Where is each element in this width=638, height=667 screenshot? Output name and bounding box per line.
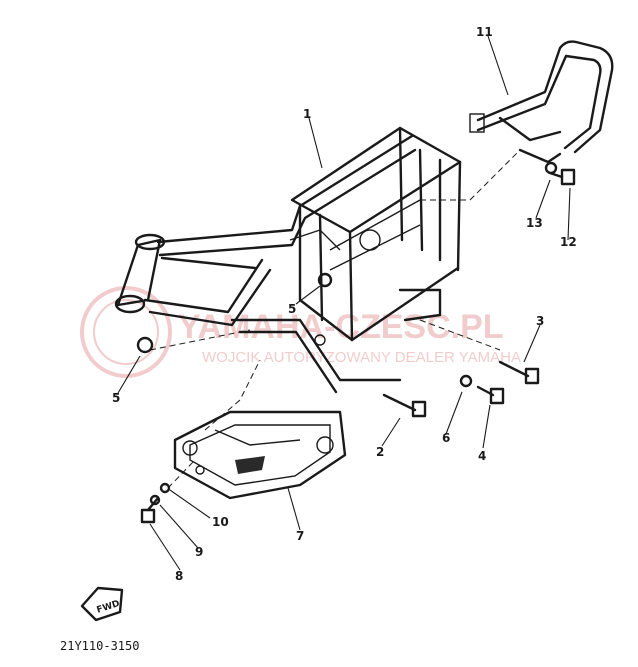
- skid-plate-drawing: [173, 410, 347, 500]
- part-label-1: 1: [303, 107, 311, 121]
- diagram-code: 21Y110-3150: [60, 639, 139, 653]
- dealer-watermark: YAMAHA-CZESC.PL WOJCIK AUTORYZOWANY DEAL…: [80, 286, 521, 378]
- main-frame-drawing: [114, 126, 462, 394]
- part-label-5-mid: 5: [288, 302, 296, 316]
- part-label-13: 13: [526, 216, 543, 230]
- fasteners-drawing: [136, 161, 576, 524]
- part-label-11: 11: [476, 25, 493, 39]
- fwd-arrow-icon: FWD: [80, 586, 124, 622]
- part-label-4: 4: [478, 449, 486, 463]
- leader-lines: [117, 35, 571, 571]
- rear-bar-drawing: [469, 40, 614, 164]
- part-label-2: 2: [376, 445, 384, 459]
- part-label-7: 7: [296, 529, 304, 543]
- part-label-5-left: 5: [112, 391, 120, 405]
- part-label-6: 6: [442, 431, 450, 445]
- part-label-8: 8: [175, 569, 183, 583]
- watermark-main-text: YAMAHA-CZESC.PL: [178, 308, 504, 346]
- part-labels: 1 2 3 4 5 5 6 7 8 9 10 11 12 13: [112, 25, 577, 583]
- part-label-12: 12: [560, 235, 577, 249]
- part-label-10: 10: [212, 515, 229, 529]
- watermark-sub-text: WOJCIK AUTORYZOWANY DEALER YAMAHA: [202, 349, 521, 366]
- part-label-9: 9: [195, 545, 203, 559]
- assembly-lines: [149, 149, 546, 489]
- part-label-3: 3: [536, 314, 544, 328]
